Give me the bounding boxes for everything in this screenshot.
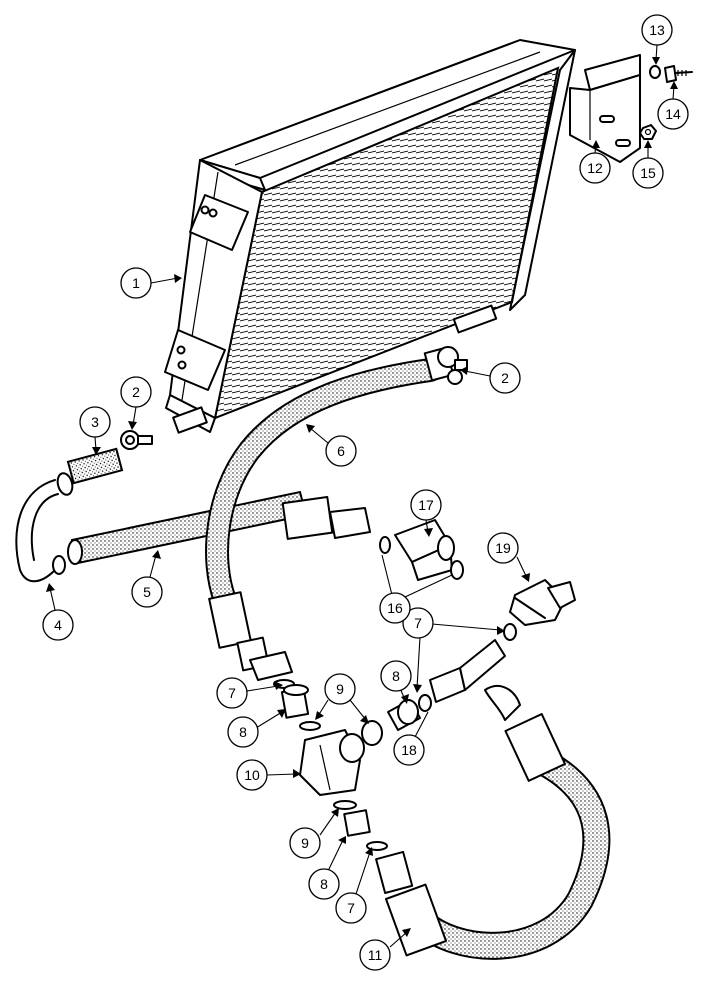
tee-10 bbox=[299, 729, 365, 796]
fitting-8-upper-left bbox=[280, 684, 310, 719]
o-ring-9-upper bbox=[299, 721, 321, 731]
fitting-19 bbox=[509, 579, 576, 626]
callout-9-upper: 9 bbox=[324, 673, 356, 705]
callout-8-left: 8 bbox=[227, 716, 259, 748]
lower-hose-11 bbox=[375, 685, 611, 960]
svg-text:8: 8 bbox=[239, 724, 247, 740]
long-hose-6 bbox=[205, 346, 455, 681]
svg-text:2: 2 bbox=[501, 370, 509, 386]
callout-1: 1 bbox=[120, 267, 152, 299]
svg-text:7: 7 bbox=[228, 685, 236, 701]
callout-4: 4 bbox=[42, 609, 74, 641]
svg-text:17: 17 bbox=[418, 497, 434, 513]
washer-13 bbox=[649, 65, 661, 79]
svg-text:6: 6 bbox=[337, 443, 345, 459]
callout-8-lower: 8 bbox=[308, 868, 340, 900]
callout-5: 5 bbox=[131, 576, 163, 608]
svg-text:15: 15 bbox=[640, 165, 656, 181]
svg-text:1: 1 bbox=[132, 275, 140, 291]
o-ring-7-upper-right bbox=[503, 623, 517, 641]
bolt-14 bbox=[664, 65, 693, 83]
svg-text:4: 4 bbox=[54, 617, 62, 633]
svg-text:5: 5 bbox=[143, 584, 151, 600]
callout-7-left: 7 bbox=[216, 677, 248, 709]
svg-text:2: 2 bbox=[132, 384, 140, 400]
callout-18: 18 bbox=[393, 734, 425, 766]
o-ring-16-right bbox=[450, 560, 464, 580]
callout-15: 15 bbox=[632, 157, 664, 189]
svg-text:3: 3 bbox=[91, 414, 99, 430]
svg-text:8: 8 bbox=[392, 668, 400, 684]
fitting-8-right bbox=[387, 699, 421, 731]
svg-text:7: 7 bbox=[347, 900, 355, 916]
adapter-17 bbox=[394, 519, 455, 581]
callout-7-lower: 7 bbox=[335, 892, 367, 924]
clamp-2-right bbox=[437, 346, 468, 385]
svg-text:8: 8 bbox=[320, 876, 328, 892]
svg-text:9: 9 bbox=[301, 835, 309, 851]
svg-text:13: 13 bbox=[649, 22, 665, 38]
o-ring-7-right bbox=[418, 694, 432, 712]
callout-2-right: 2 bbox=[489, 362, 521, 394]
svg-text:10: 10 bbox=[244, 767, 260, 783]
callout-11: 11 bbox=[359, 939, 391, 971]
clamp-2-left bbox=[120, 430, 153, 450]
mounting-bracket bbox=[569, 54, 641, 163]
callout-3: 3 bbox=[79, 406, 111, 438]
svg-text:12: 12 bbox=[587, 160, 603, 176]
callout-2-left: 2 bbox=[120, 376, 152, 408]
fitting-8-lower bbox=[343, 809, 371, 837]
nut-15 bbox=[639, 124, 657, 140]
svg-text:18: 18 bbox=[401, 742, 417, 758]
hose-5-fitting bbox=[281, 495, 371, 540]
svg-text:19: 19 bbox=[495, 540, 511, 556]
svg-text:14: 14 bbox=[665, 106, 681, 122]
callout-9-lower: 9 bbox=[289, 827, 321, 859]
callout-19: 19 bbox=[487, 532, 519, 564]
svg-text:16: 16 bbox=[387, 600, 403, 616]
callout-17: 17 bbox=[410, 489, 442, 521]
fitting-18 bbox=[429, 639, 506, 703]
oil-cooler bbox=[164, 39, 576, 434]
straight-hose-5 bbox=[67, 490, 308, 565]
callout-8-right: 8 bbox=[380, 660, 412, 692]
o-ring-9-right bbox=[361, 720, 383, 746]
callout-16: 16 bbox=[379, 592, 411, 624]
callout-14: 14 bbox=[657, 98, 689, 130]
callout-12: 12 bbox=[579, 152, 611, 184]
leader-lines bbox=[46, 44, 678, 948]
callout-7-upper-right: 7 bbox=[402, 607, 434, 639]
callout-6: 6 bbox=[325, 435, 357, 467]
svg-text:7: 7 bbox=[414, 615, 422, 631]
short-hose-3 bbox=[56, 447, 124, 496]
o-ring-9-lower bbox=[333, 800, 357, 810]
callout-13: 13 bbox=[641, 14, 673, 46]
o-ring-16-left bbox=[379, 536, 391, 554]
svg-text:11: 11 bbox=[368, 947, 383, 963]
callout-10: 10 bbox=[236, 759, 268, 791]
elbow-hose-4 bbox=[15, 479, 66, 583]
svg-text:9: 9 bbox=[336, 681, 344, 697]
